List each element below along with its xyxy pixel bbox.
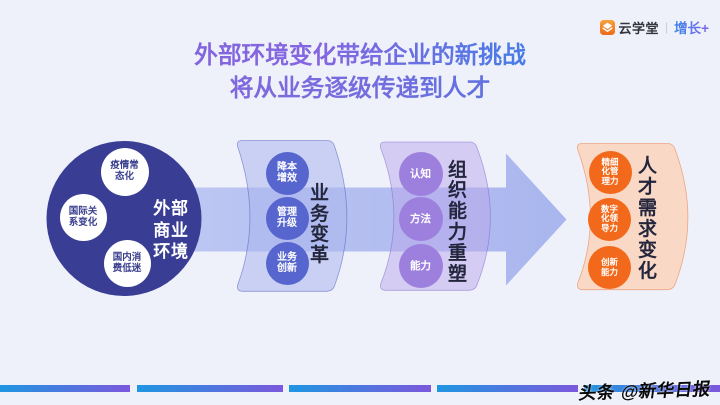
slide-title: 外部环境变化带给企业的新挑战 将从业务逐级传递到人才 — [0, 40, 720, 106]
logo: 云学堂 | 增长+ — [600, 17, 709, 37]
stage2-bubble-3-text: 能力 — [410, 259, 431, 272]
stage3-bubble-3: 创新能力 — [588, 246, 631, 289]
flow-arrow — [150, 153, 567, 286]
stage3-bubble-1: 精细化管理力 — [588, 150, 632, 194]
source-label: 外部商业环境 — [153, 199, 189, 261]
footer-stripe-5 — [583, 385, 720, 392]
watermark-platform: 头条 — [577, 382, 617, 404]
footer-stripe-2 — [136, 385, 283, 392]
source-bubble-1-text: 疫情常态化 — [110, 160, 139, 182]
stage1-bubble-2-text: 管理升级 — [277, 207, 297, 229]
logo-brand-text: 云学堂 — [618, 20, 659, 36]
source-bubble-2: 国际关系变化 — [59, 194, 107, 241]
stage1-bubble-3: 业务创新 — [265, 241, 309, 285]
stage3-bubble-2-text: 数字化领导力 — [600, 203, 618, 233]
stage3-bubble-3-text: 创新能力 — [600, 257, 618, 277]
logo-product-text: 增长+ — [674, 17, 709, 37]
stage1-bubble-1-text: 降本增效 — [277, 162, 297, 184]
logo-divider: | — [664, 20, 669, 34]
stage3-label: 人才需求变化 — [638, 156, 658, 282]
stage3-bubble-2: 数字化领导力 — [588, 197, 631, 241]
stage2-bubble-2-text: 方法 — [410, 213, 431, 225]
stage2-bubble-1: 认知 — [398, 151, 443, 196]
footer-stripe-3 — [288, 385, 431, 392]
footer-stripe-4 — [436, 385, 578, 392]
source-circle — [46, 141, 202, 296]
stage2-bubble-2: 方法 — [398, 197, 443, 241]
stage1-bubble-2: 管理升级 — [265, 196, 309, 240]
title-line-1: 外部环境变化带给企业的新挑战 — [0, 40, 720, 73]
stage2-label: 组织能力重塑 — [448, 159, 468, 286]
stage1-bubble-1: 降本增效 — [265, 151, 309, 195]
stage3-bubble-1-text: 精细化管理力 — [601, 156, 619, 186]
stage1-label: 业务变革 — [310, 183, 330, 267]
footer-stripe-1 — [0, 385, 130, 392]
source-bubble-1: 疫情常态化 — [100, 147, 149, 196]
source-bubble-2-text: 国际关系变化 — [68, 206, 98, 228]
stage2-bubble-3: 能力 — [398, 243, 443, 288]
stage1-bubble-3-text: 业务创新 — [277, 252, 297, 274]
yunxuetang-logo-icon — [600, 19, 616, 35]
stage2-bubble-1-text: 认知 — [410, 167, 431, 180]
title-line-2: 将从业务逐级传递到人才 — [0, 73, 720, 106]
source-bubble-3: 国内消费低迷 — [103, 240, 151, 287]
watermark-account: @新华日报 — [619, 378, 713, 402]
watermark: 头条 @新华日报 — [577, 376, 713, 405]
source-bubble-3-text: 国内消费低迷 — [112, 252, 142, 274]
